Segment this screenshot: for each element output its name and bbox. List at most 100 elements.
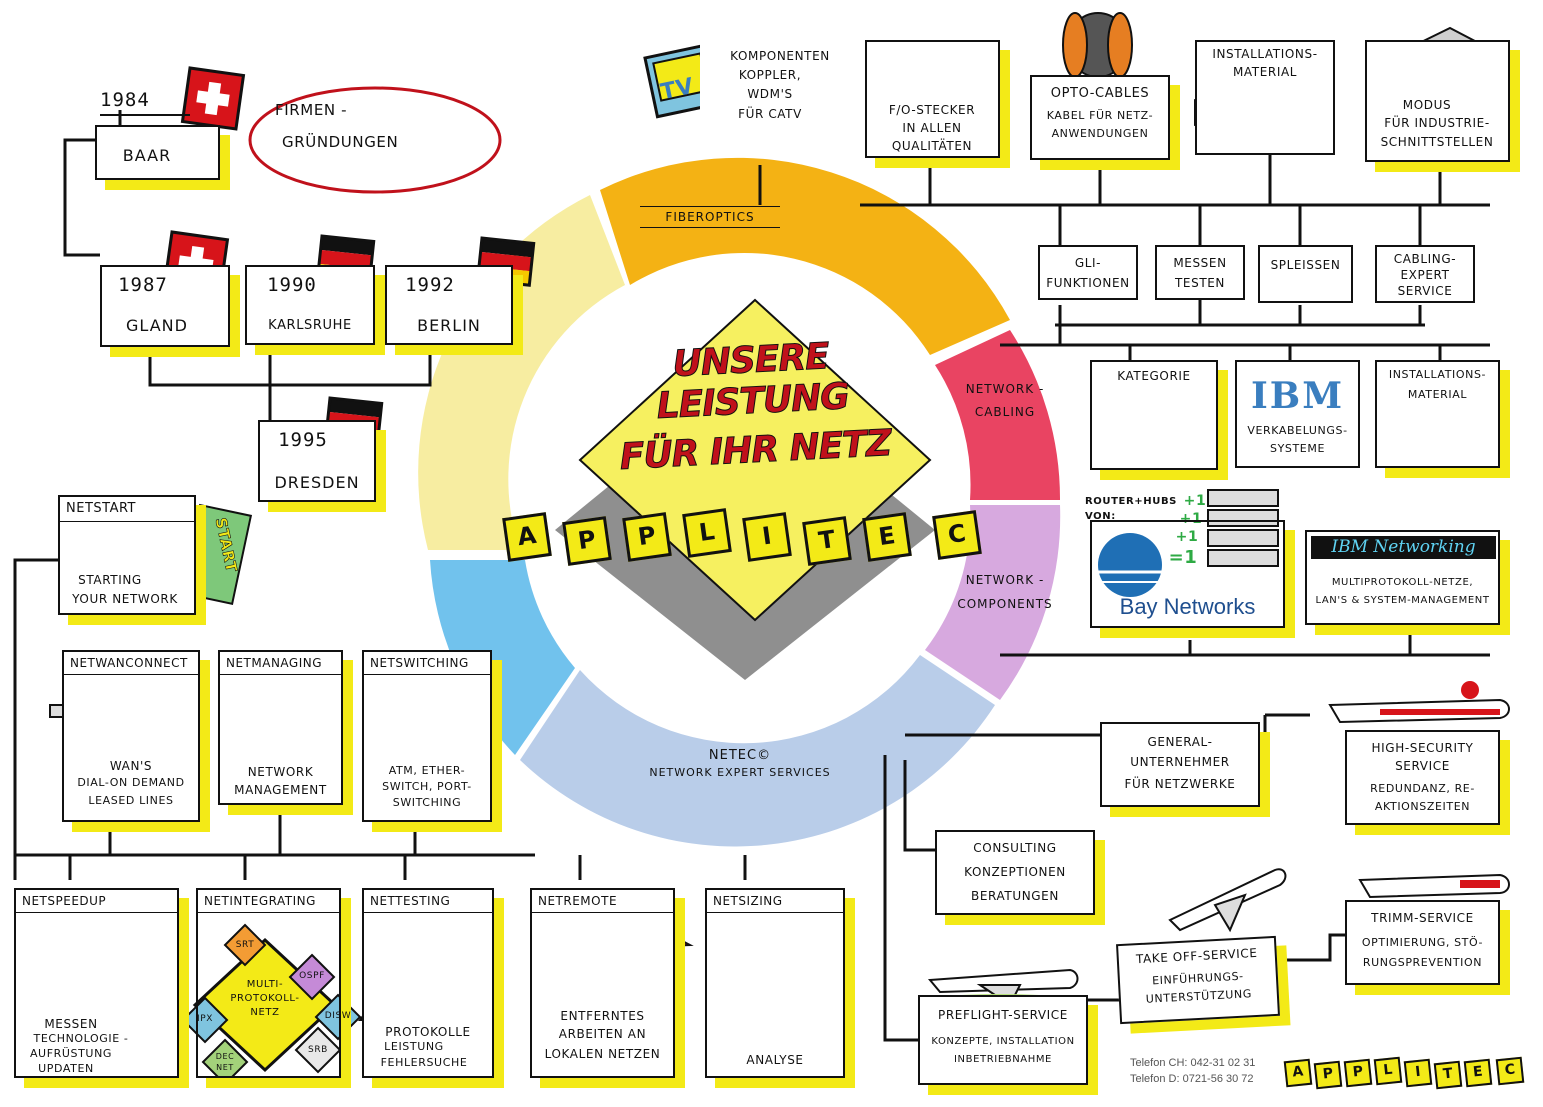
service-box-netintegrating: NETINTEGRATING: [196, 888, 341, 1078]
brand-letter: L: [1373, 1056, 1403, 1086]
brand-letter: C: [932, 510, 982, 560]
brand-letter: P: [562, 516, 612, 566]
expert-line: AKTIONSZEITEN: [1374, 800, 1471, 813]
protocol-tag: DEC NET: [215, 1052, 235, 1072]
phone-d: Telefon D: 0721-56 30 72: [1130, 1073, 1254, 1085]
secure-plane-icon: [1328, 681, 1510, 724]
service-box-netremote: NETREMOTE ENTFERNTES ARBEITEN AN LOKALEN…: [530, 888, 675, 1078]
product-line: OPTO-CABLES: [1050, 86, 1150, 101]
router-hubs-label: VON:: [1085, 511, 1116, 522]
protocol-tag: SRT: [235, 940, 255, 950]
brand-letter: A: [502, 512, 552, 562]
cabling-box-ibm: IBM VERKABELUNGS- SYSTEME: [1235, 360, 1360, 468]
ring-label-fiberoptics: FIBEROPTICS: [640, 206, 780, 228]
plus-line: =1: [1168, 547, 1198, 568]
expert-line: HIGH-SECURITY: [1371, 741, 1474, 755]
founding-oval: [248, 86, 502, 194]
service-box-netspeedup: NETSPEEDUP MESSEN TECHNOLOGIE - AUFRÜSTU…: [14, 888, 179, 1078]
history-box-gland: 1987 GLAND: [100, 265, 230, 347]
history-box-karlsruhe: 1990 KARLSRUHE: [245, 265, 375, 345]
history-city: BAAR: [122, 146, 172, 165]
brand-letter: I: [742, 512, 792, 562]
founding-label-2: GRÜNDUNGEN: [282, 133, 399, 151]
service-title: NETINTEGRATING: [198, 890, 339, 914]
expert-box-trimm: TRIMM-SERVICE OPTIMIERUNG, STÖ- RUNGSPRE…: [1345, 900, 1500, 985]
brand-letter: A: [1283, 1058, 1313, 1088]
service-line: FUNKTIONEN: [1046, 276, 1130, 290]
service-title: NETMANAGING: [220, 652, 341, 676]
bay-networks-logo-icon: [1098, 533, 1162, 597]
service-line: MANAGEMENT: [234, 783, 327, 797]
service-line: LOKALEN NETZEN: [544, 1047, 661, 1061]
cabling-line: INSTALLATIONS-: [1388, 368, 1487, 381]
cabling-line: SYSTEME: [1270, 442, 1325, 455]
cabling-line: VERKABELUNGS-: [1247, 424, 1348, 437]
product-line: F/O-STECKER: [888, 103, 976, 117]
ring-segment-blue: [430, 560, 575, 755]
product-line: SCHNITTSTELLEN: [1380, 135, 1494, 149]
service-ring: [418, 157, 1061, 847]
expert-box-consulting: CONSULTING KONZEPTIONEN BERATUNGEN: [935, 830, 1095, 915]
service-title: NETWANCONNECT: [64, 652, 198, 676]
product-line: IN ALLEN: [902, 121, 962, 135]
expert-box-preflight: PREFLIGHT-SERVICE KONZEPTE, INSTALLATION…: [918, 995, 1088, 1085]
service-line: SPLEISSEN: [1270, 258, 1341, 272]
product-line: MATERIAL: [1232, 65, 1298, 79]
bay-networks-box: Bay Networks: [1090, 520, 1285, 628]
expert-line: OPTIMIERUNG, STÖ-: [1361, 936, 1484, 949]
product-line: INSTALLATIONS-: [1212, 47, 1318, 61]
brand-letter: C: [1495, 1056, 1525, 1086]
ring-label-components-1: NETWORK -: [965, 573, 1045, 587]
router-hubs-label: ROUTER+HUBS: [1085, 496, 1177, 507]
ibm-logo-icon: IBM: [1250, 375, 1345, 417]
cabling-box-kategorie: KATEGORIE: [1090, 360, 1218, 470]
brand-letter: E: [862, 512, 912, 562]
product-box-komponenten: KOMPONENTEN KOPPLER, WDM'S FÜR CATV: [700, 40, 840, 150]
service-line: YOUR NETWORK: [72, 592, 178, 606]
ring-segment-fiberoptics: [600, 157, 1010, 355]
protocol-diamond-icon: [181, 923, 362, 1086]
bay-networks-label: Bay Networks: [1119, 594, 1256, 619]
cable-reel-icon: [1062, 12, 1133, 78]
brand-letter: T: [802, 516, 852, 566]
product-box-modus: MODUS FÜR INDUSTRIE- SCHNITTSTELLEN: [1365, 40, 1510, 162]
service-box-netmanaging: NETMANAGING NETWORK MANAGEMENT: [218, 650, 343, 805]
ring-segment-cabling: [935, 330, 1061, 500]
service-line: PROTOKOLLE: [385, 1025, 471, 1039]
service-box-spleissen: SPLEISSEN: [1258, 245, 1353, 303]
service-title: NETSTART: [60, 497, 194, 522]
brand-logo-center: A P P L I T E C: [502, 508, 1005, 575]
product-line: KOMPONENTEN: [730, 49, 830, 63]
expert-line: KONZEPTE, INSTALLATION: [931, 1036, 1075, 1047]
service-line: SERVICE: [1397, 284, 1453, 298]
expert-box-takeoff: TAKE OFF-SERVICE EINFÜHRUNGS- UNTERSTÜTZ…: [1116, 935, 1280, 1025]
history-city: DRESDEN: [274, 473, 360, 492]
plus-line: +1: [1175, 529, 1199, 545]
expert-line: PREFLIGHT-SERVICE: [938, 1008, 1068, 1022]
service-box-netstart: NETSTART STARTING YOUR NETWORK: [58, 495, 196, 615]
service-line: TECHNOLOGIE -: [33, 1032, 129, 1045]
service-line: AUFRÜSTUNG: [29, 1047, 113, 1060]
history-city: GLAND: [126, 316, 188, 335]
protocol-label: PROTOKOLL-: [230, 993, 300, 1004]
flying-plane-icon: [1358, 873, 1510, 899]
product-line: FÜR INDUSTRIE-: [1384, 116, 1490, 130]
service-box-gli: GLI- FUNKTIONEN: [1038, 245, 1138, 300]
history-year: 1990: [267, 274, 317, 296]
product-line: QUALITÄTEN: [891, 139, 973, 153]
expert-line: RUNGSPREVENTION: [1362, 956, 1483, 969]
service-title: NETREMOTE: [532, 890, 673, 914]
brand-letter: L: [682, 508, 732, 558]
protocol-tag: IPX: [196, 1014, 214, 1024]
brand-letter: T: [1433, 1060, 1463, 1090]
history-box-dresden: 1995 DRESDEN: [258, 420, 376, 502]
service-line: FEHLERSUCHE: [380, 1056, 468, 1069]
expert-line: REDUNDANZ, RE-: [1370, 782, 1475, 795]
expert-line: CONSULTING: [973, 841, 1057, 855]
expert-line: TAKE OFF-SERVICE: [1135, 945, 1258, 967]
service-line: EXPERT: [1400, 268, 1450, 282]
service-line: SWITCHING: [392, 796, 462, 809]
hub-stack-icon: [1207, 489, 1279, 567]
cabling-line: KATEGORIE: [1117, 369, 1191, 383]
